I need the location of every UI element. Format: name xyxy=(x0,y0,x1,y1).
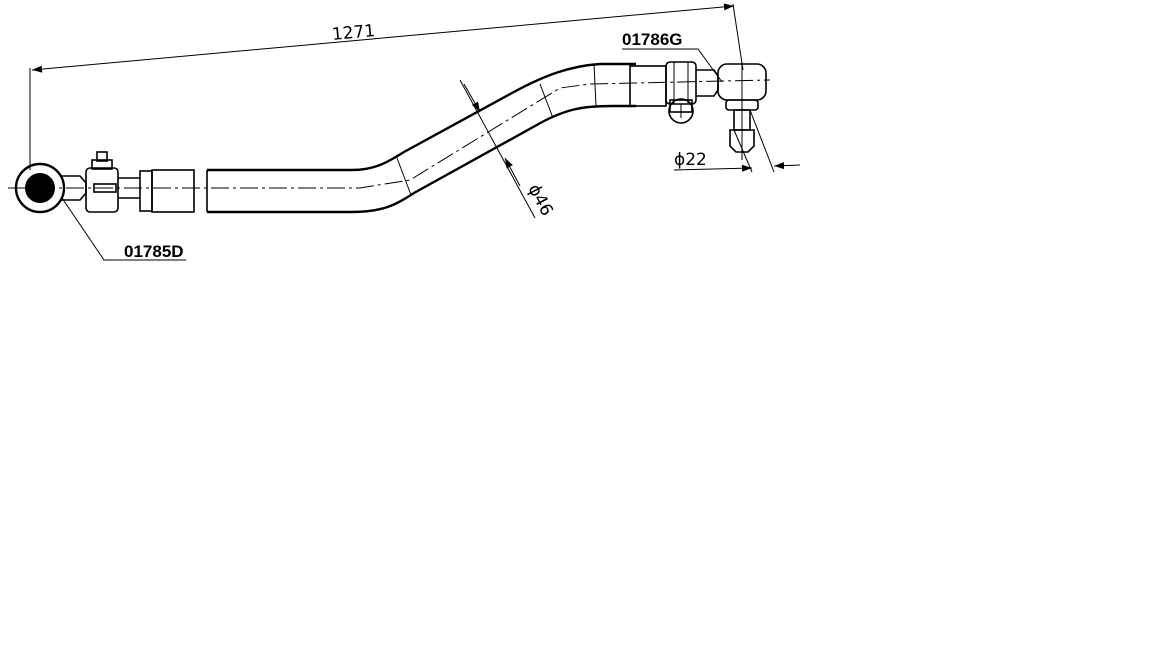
pin-diameter-arrow-right xyxy=(773,162,801,170)
right-callout-leader xyxy=(622,48,723,83)
tube-outline-top xyxy=(207,62,636,172)
right-clamp-bolt-nut xyxy=(668,98,694,124)
overall-length-dimension: 1271 xyxy=(29,3,744,170)
right-castle-nut xyxy=(729,129,755,153)
left-threaded-shank xyxy=(139,170,153,212)
tube-bend-line-1 xyxy=(396,157,412,196)
left-clamp-body xyxy=(85,167,119,213)
extension-line-right xyxy=(732,3,744,71)
tube-diameter-arrow-top xyxy=(463,83,481,113)
overall-length-label: 1271 xyxy=(331,21,376,45)
tie-rod-tube xyxy=(206,62,667,214)
right-ball-joint xyxy=(665,61,767,160)
right-tube-stub xyxy=(629,65,667,107)
left-part-code: 01785D xyxy=(124,242,184,261)
left-clamp-slot xyxy=(93,183,117,193)
pin-extension-right xyxy=(749,109,775,173)
tube-diameter-arrow-bottom xyxy=(504,157,521,187)
centre-line xyxy=(8,79,771,189)
right-socket-neck xyxy=(696,69,719,97)
right-clamp-body xyxy=(665,61,697,105)
pin-diameter-label: ϕ22 xyxy=(674,150,707,170)
left-clamp-bolt-head xyxy=(96,151,108,162)
left-clamp-nut xyxy=(91,159,113,170)
overall-length-line xyxy=(31,3,735,73)
left-part-callout: 01785D xyxy=(61,197,186,261)
right-part-code: 01786G xyxy=(622,30,683,49)
tube-bend-line-3 xyxy=(593,63,597,107)
left-callout-leader xyxy=(61,197,186,261)
tube-outline-bottom xyxy=(207,104,636,214)
left-ball-joint xyxy=(14,151,195,214)
pin-diameter-leader xyxy=(673,164,753,172)
tube-diameter-dimension: ϕ46 xyxy=(459,79,557,219)
right-part-callout: 01786G xyxy=(622,30,723,83)
tube-bend-line-2 xyxy=(539,83,554,119)
left-tube-stub xyxy=(151,169,195,213)
pin-diameter-dimension: ϕ22 xyxy=(673,109,801,173)
tube-diameter-label: ϕ46 xyxy=(524,181,557,219)
